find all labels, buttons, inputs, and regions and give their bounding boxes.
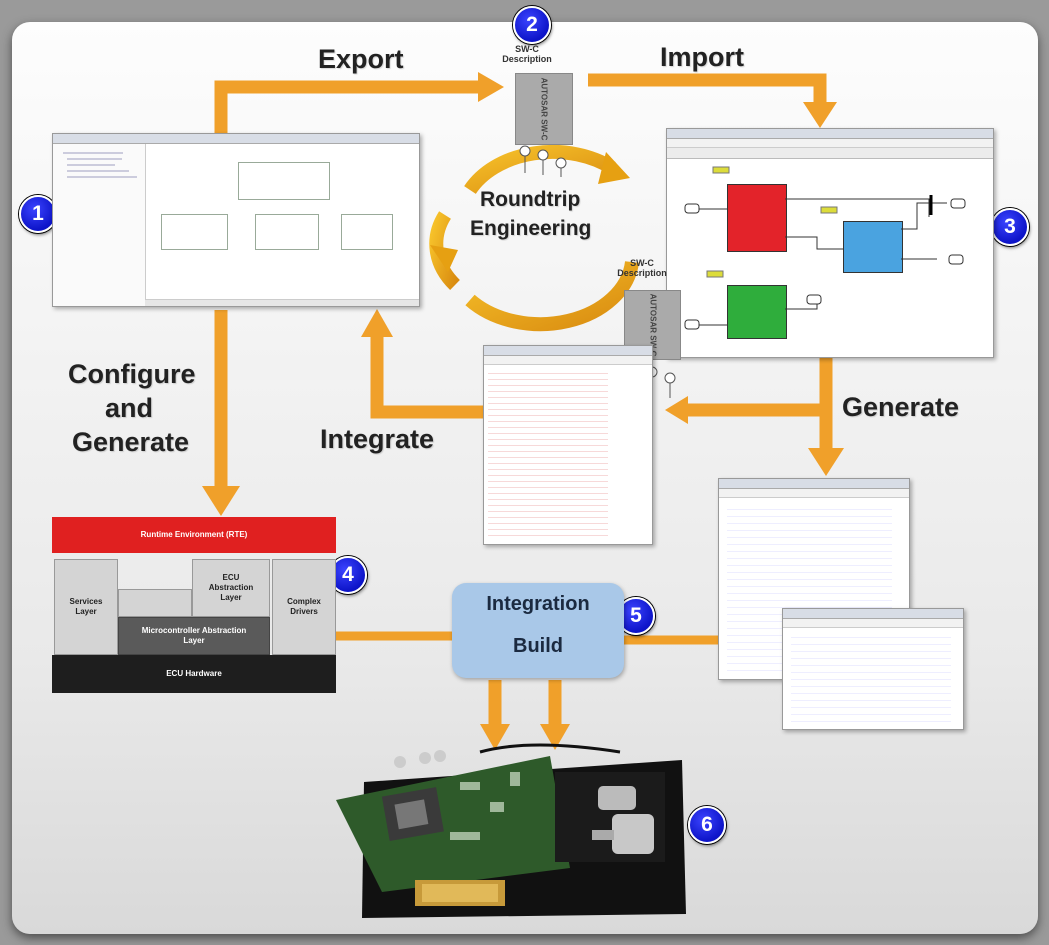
engineering-label: Engineering bbox=[470, 217, 592, 240]
component-box bbox=[255, 214, 319, 250]
blue-block bbox=[843, 221, 903, 273]
roundtrip-arrowhead-left bbox=[430, 245, 458, 272]
import-arrowhead bbox=[803, 102, 837, 128]
xml-editor-window bbox=[483, 345, 653, 545]
window-titlebar bbox=[719, 479, 909, 489]
window-titlebar bbox=[53, 134, 419, 144]
step-3-badge: 3 bbox=[991, 208, 1029, 246]
window-titlebar bbox=[783, 609, 963, 619]
ecu-hardware-photo bbox=[336, 743, 686, 918]
generate-arrowhead bbox=[808, 448, 844, 476]
architecture-tool-window bbox=[52, 133, 420, 307]
step-6-badge: 6 bbox=[688, 806, 726, 844]
rte-layer: Runtime Environment (RTE) bbox=[52, 517, 336, 553]
red-block bbox=[727, 184, 787, 252]
component-box bbox=[238, 162, 330, 200]
integrate-arrow bbox=[370, 335, 483, 419]
roundtrip-label: Roundtrip bbox=[480, 188, 581, 211]
window-menubar bbox=[719, 489, 909, 498]
window-toolbar bbox=[667, 148, 993, 159]
export-label: Export bbox=[318, 44, 404, 74]
generate-config-label: Generate bbox=[72, 427, 190, 457]
build-arrowhead-right bbox=[540, 724, 570, 750]
window-titlebar bbox=[667, 129, 993, 139]
green-block bbox=[727, 285, 787, 339]
configure-arrowhead bbox=[202, 486, 240, 516]
component-box bbox=[161, 214, 228, 250]
code-content bbox=[791, 631, 951, 723]
swc-top-box: AUTOSAR SW-C bbox=[515, 73, 573, 145]
roundtrip-arrowhead-top bbox=[598, 152, 630, 184]
generate-branch-arrowhead bbox=[665, 396, 688, 424]
integrate-arrowhead bbox=[361, 309, 393, 337]
import-label: Import bbox=[660, 42, 744, 72]
window-menubar bbox=[484, 356, 652, 365]
ecu-hardware-layer: ECU Hardware bbox=[52, 655, 336, 693]
integration-build-box: Integration Build bbox=[452, 583, 624, 678]
window-menubar bbox=[667, 139, 993, 148]
tree-pane bbox=[53, 144, 146, 306]
model-editor-window bbox=[666, 128, 994, 358]
swc-top-ports bbox=[519, 145, 567, 177]
integration-label: Integration bbox=[486, 593, 590, 615]
build-label: Build bbox=[513, 635, 563, 657]
component-box bbox=[341, 214, 393, 250]
step-2-badge: 2 bbox=[513, 6, 551, 44]
code-window-front bbox=[782, 608, 964, 730]
model-wiring bbox=[684, 166, 966, 330]
generate-label: Generate bbox=[842, 392, 960, 422]
services-layer-extension bbox=[118, 589, 192, 617]
and-label: and bbox=[105, 393, 154, 423]
configure-label: Configure bbox=[68, 359, 196, 389]
window-menubar bbox=[783, 619, 963, 628]
integrate-label: Integrate bbox=[320, 424, 435, 454]
export-arrowhead bbox=[478, 72, 504, 102]
window-titlebar bbox=[484, 346, 652, 356]
build-arrowhead-left bbox=[480, 724, 510, 750]
xml-content bbox=[488, 368, 608, 536]
import-arrow bbox=[588, 73, 827, 103]
export-arrow bbox=[214, 80, 478, 135]
